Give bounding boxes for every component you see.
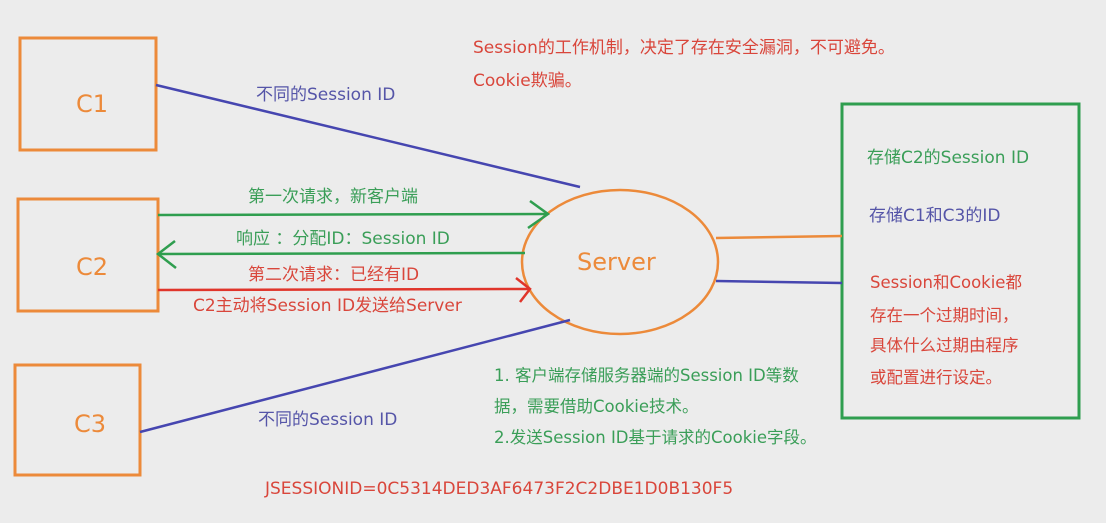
expiry-line-1: Session和Cookie都 [870,273,1022,292]
server-label: Server [577,248,656,276]
storage-c2-text: 存储C2的Session ID [867,148,1030,168]
expiry-line-2: 存在一个过期时间， [870,306,1019,325]
client-box-c1 [18,36,158,152]
second-request-arrow [157,287,531,292]
expiry-line-3: 具体什么过期由程序 [870,336,1019,355]
bottom-note-line2: 据，需要借助Cookie技术。 [494,397,699,416]
expiry-line-4: 或配置进行设定。 [870,368,1002,387]
bottom-note-line1: 1. 客户端存储服务器端的Session ID等数 [494,366,799,385]
c1-server-line [155,83,581,189]
first-request-arrowhead [527,199,551,230]
server-storage-orange-line [715,234,843,240]
storage-box [840,102,1081,420]
response-arrowhead [155,240,177,269]
server-storage-blue-line [715,279,843,285]
jsessionid-text: JSESSIONID=0C5314DED3AF6473F2C2DBE1D0B13… [265,479,734,499]
storage-c1c3-text: 存储C1和C3的ID [869,206,1001,226]
response-arrow [157,251,526,256]
first-request-label: 第一次请求，新客户端 [248,187,418,207]
c1-edge-label: 不同的Session ID [256,85,396,105]
server-ellipse [520,188,720,336]
second-request-label: 第二次请求：已经有ID [248,265,420,285]
first-request-arrow [157,212,549,217]
client-box-c3 [13,363,142,477]
client-label-c3: C3 [74,410,107,438]
response-label: 响应 ：分配ID：Session ID [236,229,450,249]
c2-sends-label: C2主动将Session ID发送给Server [193,296,462,316]
client-label-c1: C1 [76,90,109,118]
top-note-line2: Cookie欺骗。 [473,71,582,91]
client-label-c2: C2 [76,253,109,281]
second-request-arrowhead [515,277,532,303]
top-note-line1: Session的工作机制，决定了存在安全漏洞，不可避免。 [473,38,895,58]
c3-server-line [139,318,571,434]
c3-edge-label: 不同的Session ID [258,410,398,430]
bottom-note-line3: 2.发送Session ID基于请求的Cookie字段。 [494,428,817,447]
